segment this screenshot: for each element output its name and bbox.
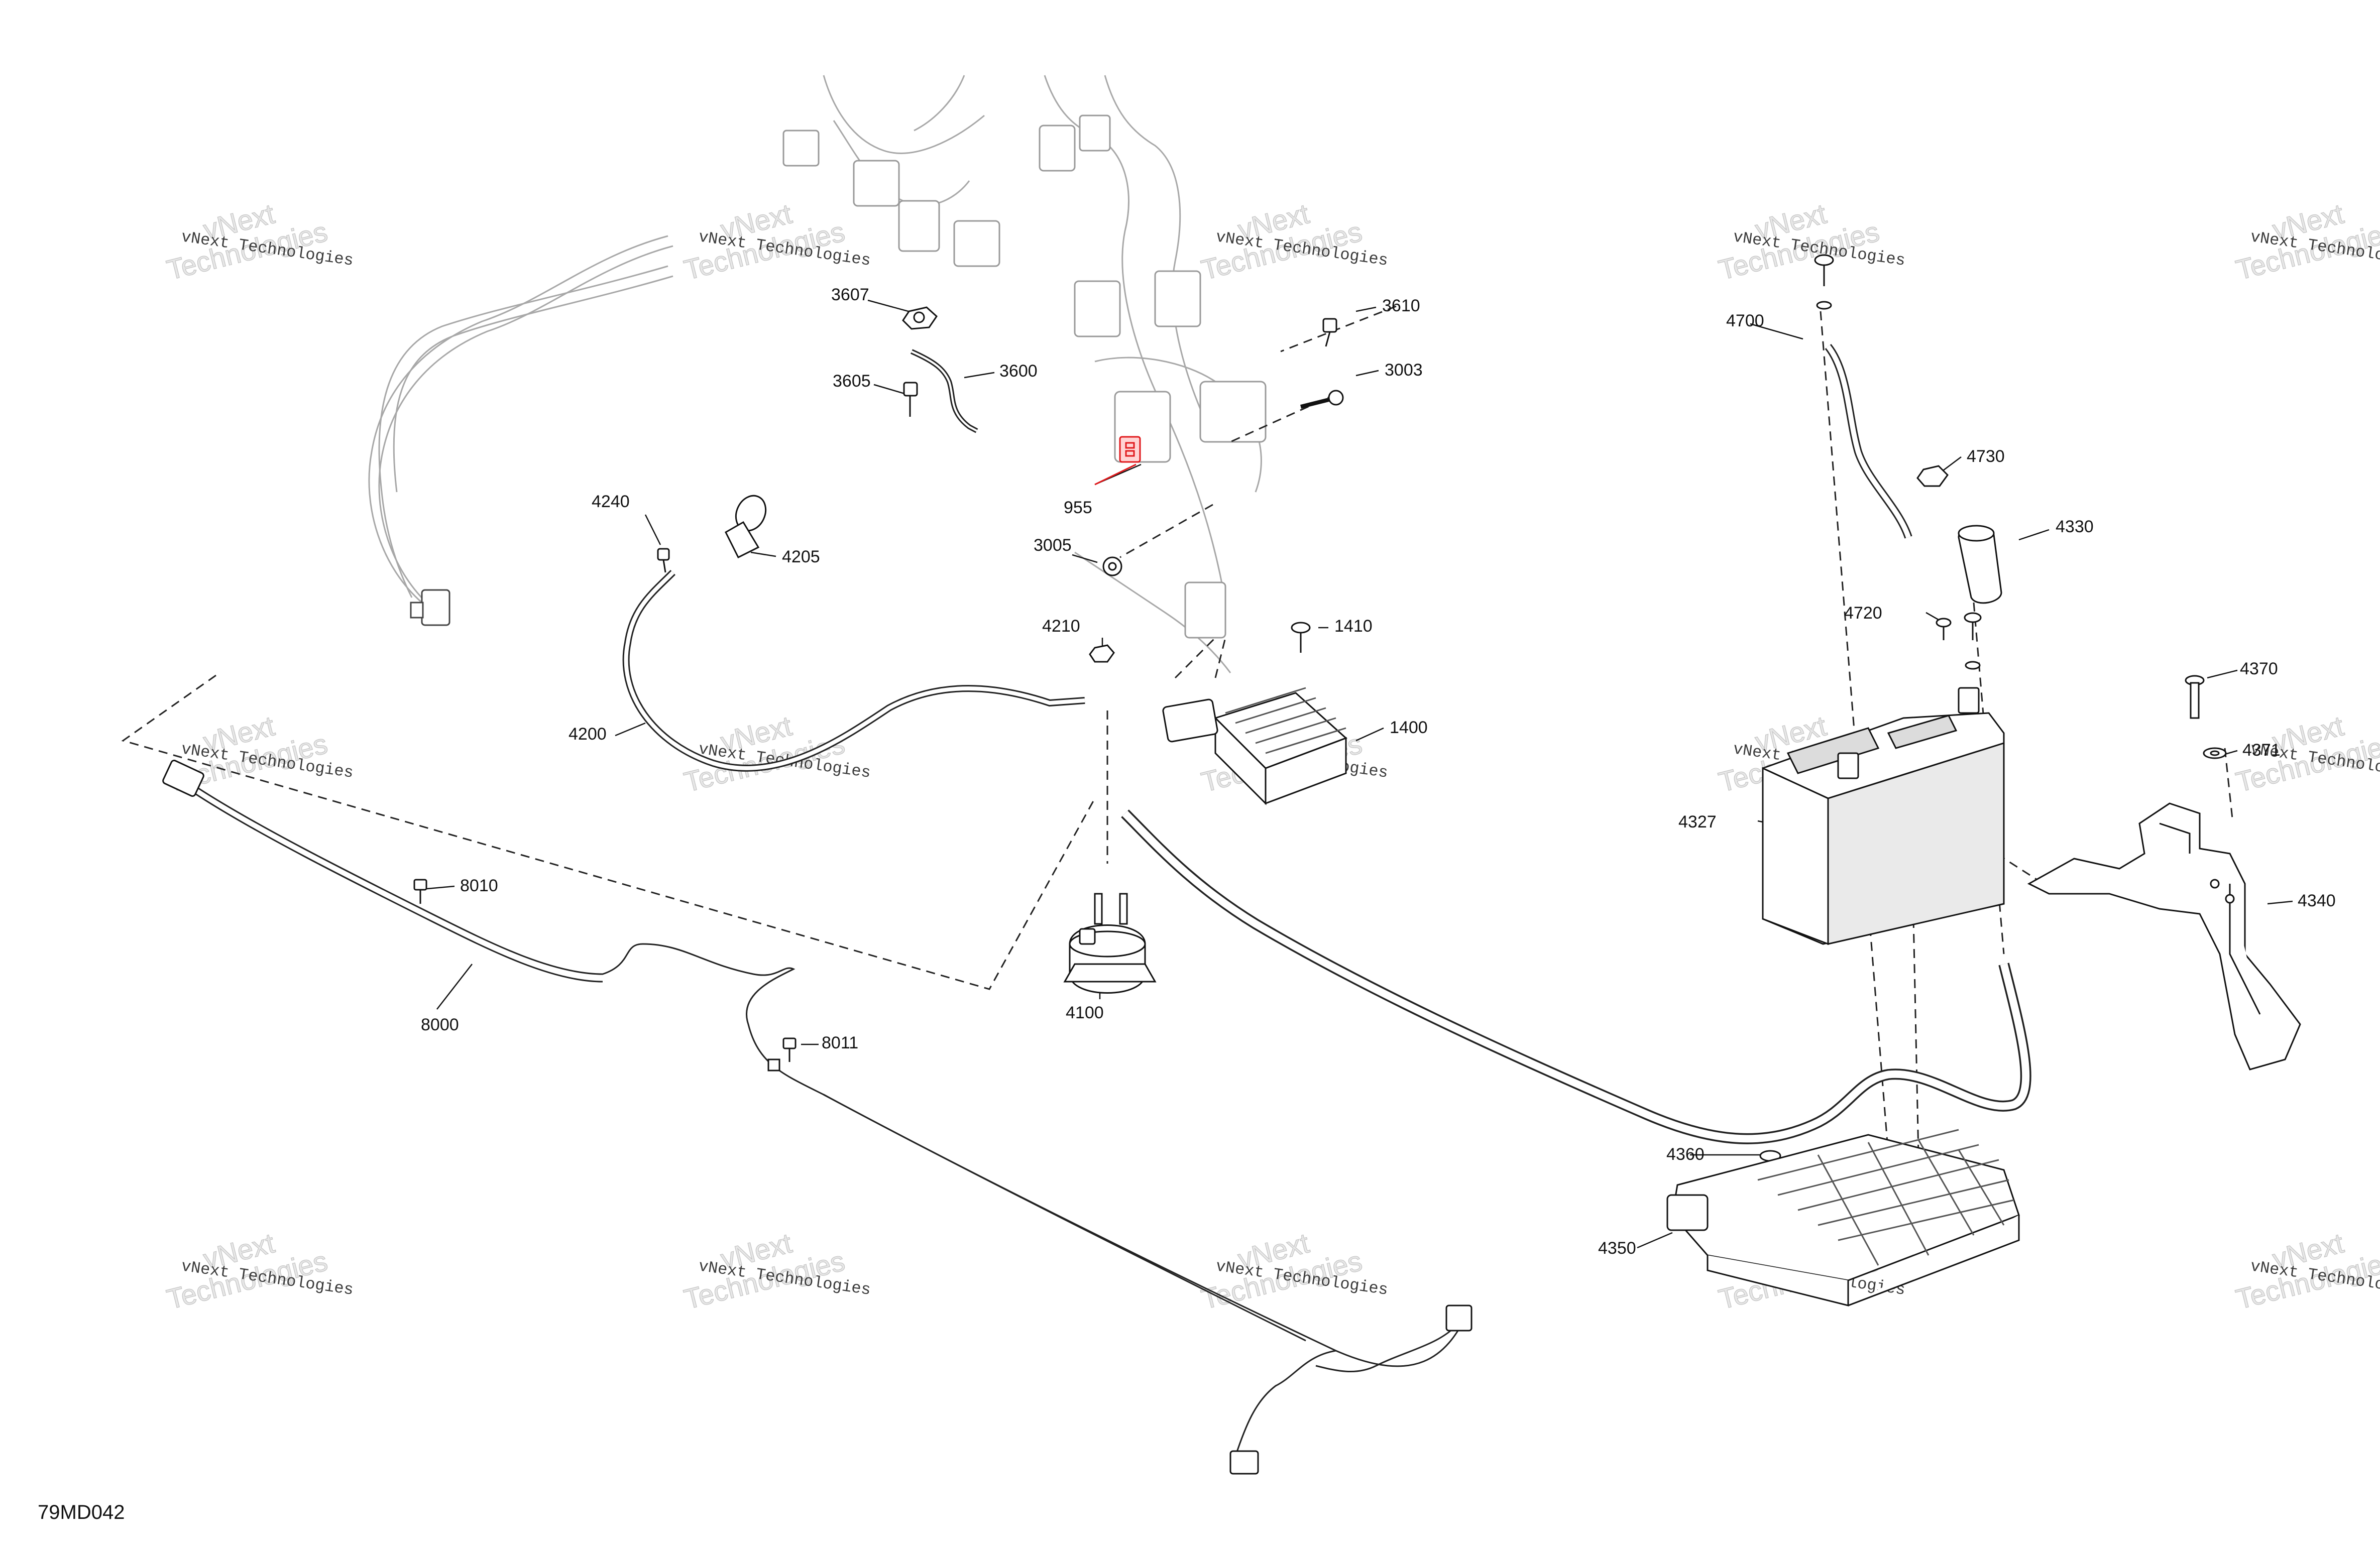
nut-4210 (1089, 644, 1115, 663)
callout-4350: 4350 (1598, 1239, 1636, 1258)
callout-1400: 1400 (1390, 718, 1428, 737)
screw-3610 (1322, 318, 1337, 347)
callout-8000: 8000 (421, 1015, 459, 1034)
ghost-connector-cluster (782, 114, 1267, 639)
battery-tray-4350 (1666, 1129, 2020, 1307)
ground-strap-3600 (910, 349, 978, 433)
battery-4327 (1762, 687, 2005, 945)
washer-4371 (2203, 747, 2227, 759)
bolt-3605 (903, 382, 918, 417)
callout-4360: 4360 (1666, 1145, 1705, 1164)
callout-8010: 8010 (460, 876, 498, 895)
cables (190, 344, 2031, 1457)
harness-8000-connectors (162, 760, 1472, 1475)
screw-3003 (1300, 390, 1344, 409)
leader-lines (426, 299, 2293, 1249)
callout-1410: 1410 (1334, 617, 1373, 636)
callout-4100: 4100 (1066, 1003, 1104, 1022)
callout-4340: 4340 (2298, 891, 2336, 910)
callout-4240: 4240 (592, 492, 630, 511)
bolt-4720 (1936, 612, 1982, 670)
clip-8010 (413, 879, 427, 904)
starter-solenoid-4100 (1063, 893, 1157, 994)
callout-4205: 4205 (782, 547, 820, 566)
battery-bracket-4340 (2027, 802, 2301, 1071)
callout-8011: 8011 (822, 1033, 858, 1052)
nut-3005 (1102, 556, 1122, 576)
bolt-4370 (2185, 675, 2205, 719)
ghost-connector-left (421, 589, 450, 626)
fastener-parts (413, 254, 2227, 1162)
callout-3600: 3600 (999, 362, 1038, 381)
diagram-code: 79MD042 (38, 1501, 125, 1523)
callout-4371: 4371 (2242, 741, 2281, 760)
screw-4700 (1814, 254, 1834, 310)
callout-4327: 4327 (1678, 812, 1717, 832)
clip-8011 (782, 1037, 797, 1062)
terminal-boot-4330 (1958, 525, 2002, 604)
callout-4330: 4330 (2056, 517, 2094, 536)
callout-3005: 3005 (1034, 536, 1072, 555)
callout-3607: 3607 (831, 285, 869, 304)
callout-4730: 4730 (1967, 447, 2005, 466)
screw-1410 (1291, 622, 1311, 653)
callout-4210: 4210 (1042, 617, 1080, 636)
screw-4240 (657, 548, 670, 573)
leader-955-highlight (1094, 463, 1137, 486)
nut-3607 (902, 306, 938, 330)
voltage-regulator-1400 (1162, 687, 1347, 805)
callout-955: 955 (1064, 498, 1092, 517)
callout-4200: 4200 (569, 725, 607, 744)
nut-4730 (1916, 465, 1949, 487)
terminal-cap-4205 (725, 495, 767, 559)
callout-3610: 3610 (1382, 296, 1420, 315)
callout-4720: 4720 (1844, 604, 1882, 623)
callout-3003: 3003 (1385, 361, 1423, 380)
watermark: Technologies vNext vNext Technologies (2232, 197, 2380, 286)
callout-numbers: 3607 3605 3600 3610 3003 955 3005 4240 4… (421, 285, 2336, 1258)
ghost-harness-left-lead (368, 235, 673, 626)
callout-3605: 3605 (833, 372, 871, 391)
callout-4700: 4700 (1726, 311, 1764, 330)
relay-955-highlighted (1119, 436, 1141, 463)
callout-4370: 4370 (2240, 659, 2278, 678)
